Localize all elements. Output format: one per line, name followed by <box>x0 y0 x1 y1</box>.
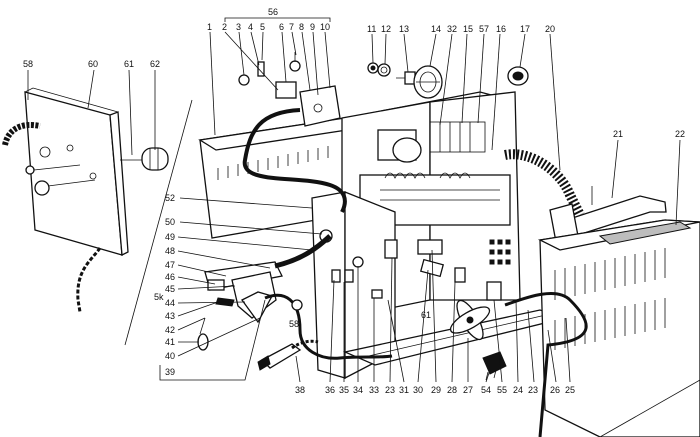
callout-31: 31 <box>399 385 409 395</box>
callout-24: 24 <box>513 385 523 395</box>
mains-cable <box>504 292 588 437</box>
callout-labels: 1 2 3 4 5 6 7 8 9 10 11 12 13 14 15 16 1… <box>23 7 685 395</box>
callout-45: 45 <box>165 284 175 294</box>
callout-33: 33 <box>369 385 379 395</box>
earth-clamp-38 <box>257 339 319 371</box>
callout-12: 12 <box>381 24 391 34</box>
callout-43: 43 <box>165 311 175 321</box>
callout-61-top: 61 <box>124 59 134 69</box>
torch-cable-lower <box>264 293 393 360</box>
callout-40: 40 <box>165 351 175 361</box>
callout-41: 41 <box>165 337 175 347</box>
relay-module <box>417 239 443 255</box>
callout-28: 28 <box>447 385 457 395</box>
callout-6: 6 <box>279 22 284 32</box>
callout-1: 1 <box>207 22 212 32</box>
callout-34: 34 <box>353 385 363 395</box>
callout-50: 50 <box>165 217 175 227</box>
callout-62: 62 <box>150 59 160 69</box>
callout-8: 8 <box>299 22 304 32</box>
coiled-cable-20 <box>504 149 585 218</box>
callout-56: 56 <box>268 7 278 17</box>
callout-58-top: 58 <box>23 59 33 69</box>
callout-25: 25 <box>565 385 575 395</box>
callout-17: 17 <box>520 24 530 34</box>
rotary-switch-62 <box>120 147 169 171</box>
grommet-17 <box>507 66 529 86</box>
callout-27: 27 <box>463 385 473 395</box>
callout-35: 35 <box>339 385 349 395</box>
small-nuts-11-12 <box>367 62 391 77</box>
leader-lines <box>27 17 681 383</box>
callout-7: 7 <box>289 22 294 32</box>
capacitor <box>454 267 466 283</box>
callout-11: 11 <box>367 24 376 34</box>
callout-30: 30 <box>413 385 423 395</box>
callout-54: 54 <box>481 385 491 395</box>
switch-assembly-56 <box>238 52 341 127</box>
callout-5k: 5k <box>154 292 164 302</box>
callout-16: 16 <box>496 24 506 34</box>
callout-29: 29 <box>431 385 441 395</box>
callout-9: 9 <box>310 22 315 32</box>
outer-cover-22 <box>537 219 700 437</box>
callout-57: 57 <box>479 24 489 34</box>
callout-42: 42 <box>165 325 175 335</box>
callout-58-screw: 58 <box>289 319 299 329</box>
welding-torch <box>197 261 283 351</box>
callout-48: 48 <box>165 246 175 256</box>
callout-39: 39 <box>165 367 175 377</box>
callout-49: 49 <box>165 232 175 242</box>
callout-4: 4 <box>248 22 253 32</box>
callout-10: 10 <box>320 22 330 32</box>
callout-55: 55 <box>497 385 507 395</box>
thermal-switch <box>419 258 445 278</box>
callout-32: 32 <box>447 24 457 34</box>
callout-23-left: 23 <box>385 385 395 395</box>
torch-cable <box>274 234 332 269</box>
callout-46: 46 <box>165 272 175 282</box>
pulley-14 <box>413 65 443 99</box>
callout-26: 26 <box>550 385 560 395</box>
screw-58 <box>291 299 303 311</box>
callout-60: 60 <box>88 59 98 69</box>
main-front-panel <box>311 191 398 380</box>
callout-14: 14 <box>431 24 441 34</box>
callout-20: 20 <box>545 24 555 34</box>
callout-21: 21 <box>613 129 623 139</box>
callout-23-right: 23 <box>528 385 538 395</box>
callout-13: 13 <box>399 24 409 34</box>
callout-38: 38 <box>295 385 305 395</box>
panel-lead-cable <box>76 247 102 313</box>
separator-line <box>124 99 193 346</box>
callout-5: 5 <box>260 22 265 32</box>
supply-cable <box>242 108 347 213</box>
callout-3: 3 <box>236 22 241 32</box>
callout-36: 36 <box>325 385 335 395</box>
cooling-fan <box>449 299 491 341</box>
callout-2: 2 <box>222 22 227 32</box>
front-control-panel <box>24 87 129 257</box>
callout-47: 47 <box>165 260 175 270</box>
callout-22: 22 <box>675 129 685 139</box>
mains-plug <box>482 351 507 381</box>
callout-61-fan: 61 <box>421 310 431 320</box>
rectifier-block <box>486 281 502 301</box>
front-panel-strap <box>2 122 41 146</box>
callout-44: 44 <box>165 298 175 308</box>
callout-15: 15 <box>463 24 473 34</box>
handle-21 <box>549 186 667 243</box>
callout-52: 52 <box>165 193 175 203</box>
